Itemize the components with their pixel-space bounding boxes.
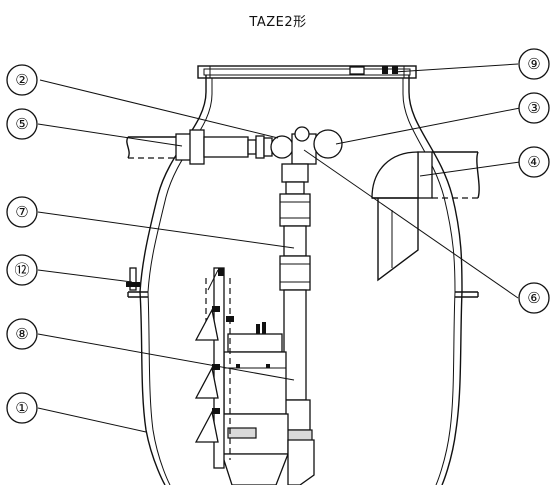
ball-float (313, 129, 343, 159)
callout-3-label: ③ (527, 99, 540, 117)
callout-4-label: ④ (527, 153, 540, 171)
callout-7-label: ⑦ (15, 203, 28, 221)
callout-2: ② (6, 64, 38, 96)
leader-lines (37, 63, 521, 433)
callout-5-label: ⑤ (15, 115, 28, 133)
callout-1-label: ① (15, 399, 28, 417)
right-inlet-elbow (371, 151, 480, 282)
callout-12-label: ⑫ (14, 261, 29, 279)
pump-unit (221, 322, 315, 485)
callout-3: ③ (518, 92, 550, 124)
anchor-bolt (126, 267, 140, 291)
tank-lid (197, 65, 417, 79)
level-switches (194, 267, 234, 469)
callout-8: ⑧ (6, 318, 38, 350)
callout-6: ⑥ (518, 282, 550, 314)
diagram-title: TAZE2形 (249, 15, 307, 30)
callout-5: ⑤ (6, 108, 38, 140)
callout-9: ⑨ (518, 48, 550, 80)
callout-4: ④ (518, 146, 550, 178)
check-valve (255, 126, 317, 165)
callout-12: ⑫ (6, 254, 38, 286)
callout-2-label: ② (15, 71, 28, 89)
callout-8-label: ⑧ (15, 325, 28, 343)
callout-6-label: ⑥ (527, 289, 540, 307)
left-inlet-pipe (126, 129, 257, 165)
riser-pipe (277, 163, 313, 443)
callout-9-label: ⑨ (527, 55, 540, 73)
callout-1: ① (6, 392, 38, 424)
callout-7: ⑦ (6, 196, 38, 228)
